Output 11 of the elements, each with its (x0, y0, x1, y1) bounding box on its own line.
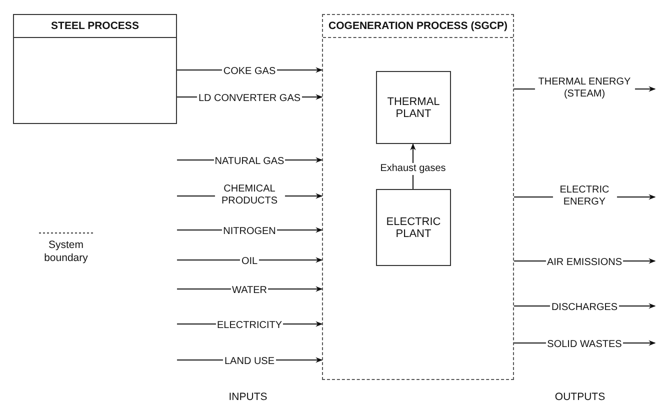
box-title: COGENERATION PROCESS (SGCP) (323, 15, 513, 38)
edge-label: Exhaust gases (379, 162, 447, 174)
process-box (13, 14, 177, 124)
section-label: INPUTS (228, 391, 268, 403)
section-label: OUTPUTS (554, 391, 606, 403)
plant-box: ELECTRIC PLANT (376, 189, 451, 266)
box-title: STEEL PROCESS (14, 15, 176, 38)
edge-label: THERMAL ENERGY (STEAM) (534, 76, 634, 100)
plant-box: THERMAL PLANT (376, 71, 451, 144)
arrow (176, 257, 323, 263)
legend-label: System boundary (43, 239, 89, 265)
